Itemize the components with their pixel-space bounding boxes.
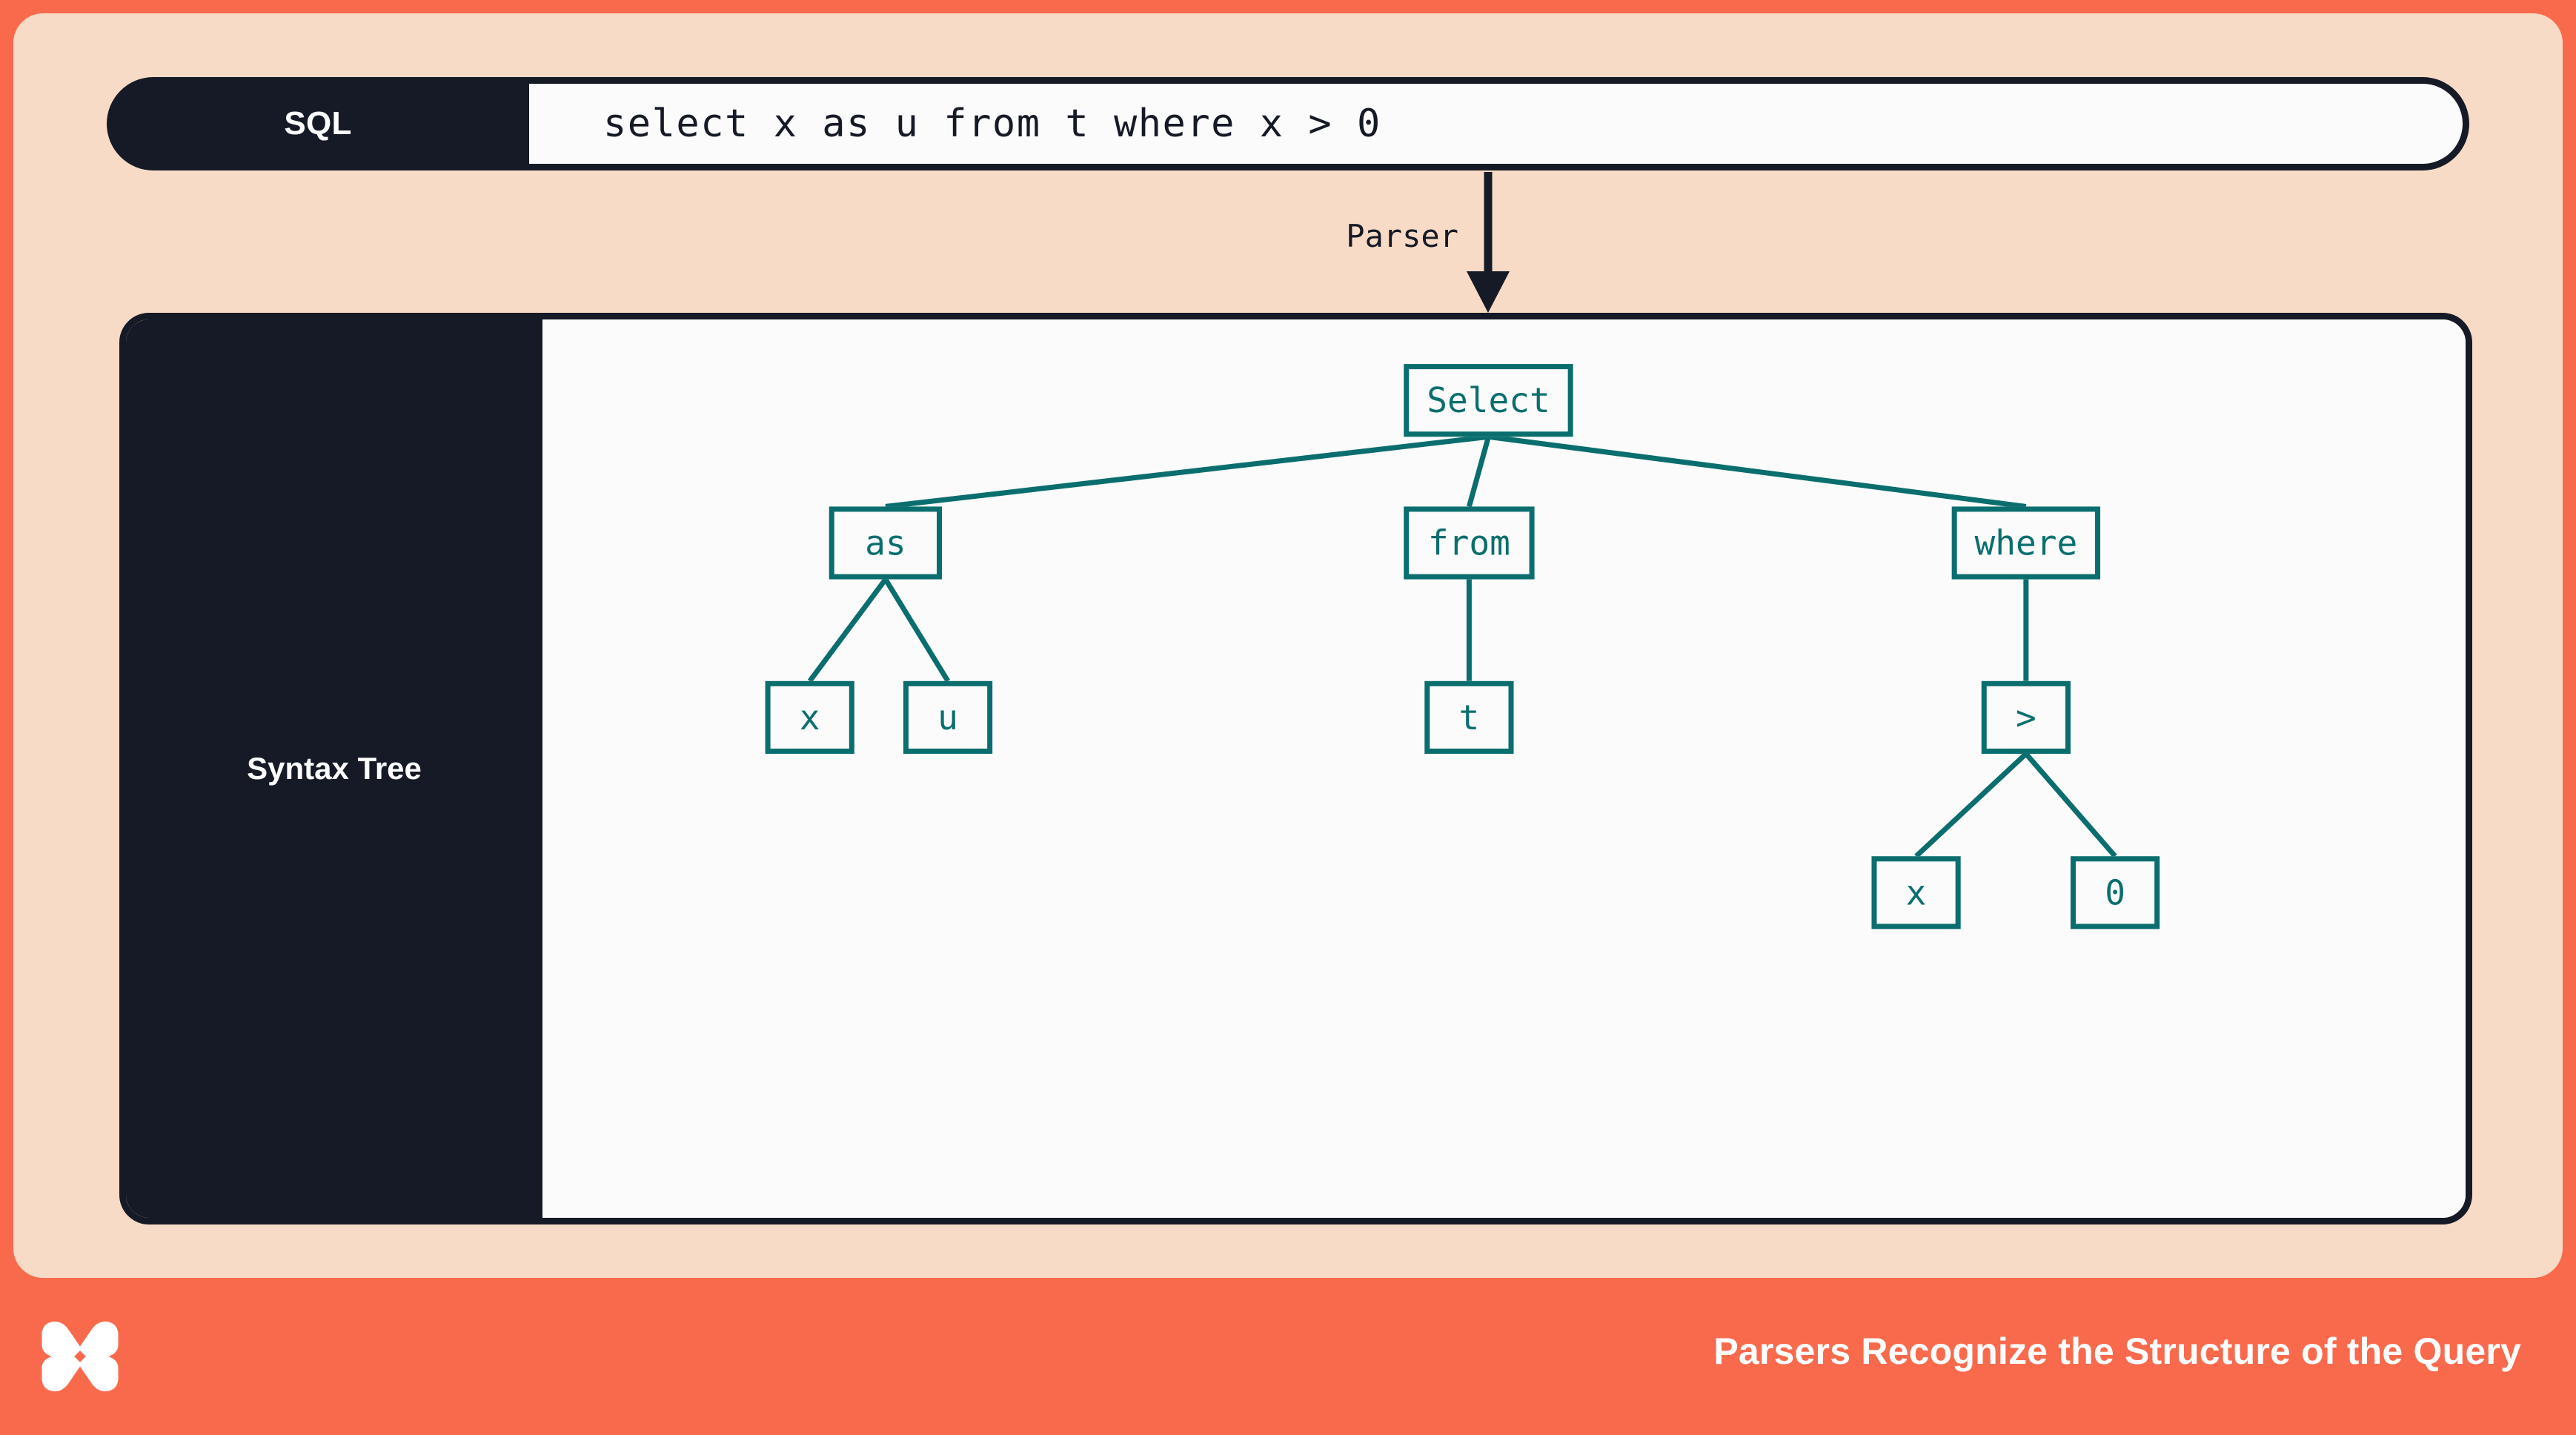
syntax-tree-panel: Syntax Tree Select as from where x u t > x 0 (119, 313, 2472, 1224)
sql-query-text: select x as u from t where x > 0 (603, 102, 1381, 146)
sql-query-input[interactable]: select x as u from t where x > 0 (529, 77, 2469, 170)
tree-node-label: 0 (2105, 872, 2125, 913)
tree-node-label: x (799, 697, 820, 738)
tree-node-label: Select (1427, 380, 1550, 421)
tree-node-label: > (2015, 697, 2036, 738)
syntax-tree-edges (807, 434, 2117, 858)
tree-node-gt-0[interactable]: 0 (2070, 856, 2160, 929)
arrow-down-icon (1467, 172, 1510, 313)
tree-edge (807, 577, 888, 683)
tree-node-as-u[interactable]: u (903, 680, 993, 754)
tree-node-where[interactable]: where (1951, 506, 2101, 580)
tree-node-from-t[interactable]: t (1424, 680, 1514, 754)
tree-node-label: x (1905, 872, 1927, 913)
tree-edge (1488, 434, 2027, 509)
tree-node-gt-x[interactable]: x (1871, 856, 1961, 929)
tree-node-label: t (1458, 697, 1480, 738)
tree-node-label: as (865, 523, 906, 563)
tree-edge (1914, 752, 2028, 858)
tree-edge (2024, 752, 2117, 858)
tree-node-label: where (1974, 523, 2078, 563)
sql-label-text: SQL (284, 105, 352, 142)
sql-row: SQL select x as u from t where x > 0 (107, 77, 2469, 170)
tree-edge (883, 577, 951, 683)
footer-caption: Parsers Recognize the Structure of the Q… (1713, 1330, 2521, 1372)
tree-node-select[interactable]: Select (1404, 364, 1573, 437)
tree-node-as[interactable]: as (829, 506, 943, 580)
tree-node-from[interactable]: from (1404, 506, 1535, 580)
syntax-tree-nodes: Select as from where x u t > x 0 (542, 319, 2466, 1218)
syntax-tree-sidebar: Syntax Tree (126, 319, 542, 1218)
parser-label: Parser (1346, 218, 1458, 254)
tree-node-label: u (937, 697, 958, 738)
butterfly-x-logo-icon (42, 1321, 119, 1392)
syntax-tree-sidebar-label: Syntax Tree (247, 751, 422, 786)
tree-edge (1467, 436, 1491, 508)
tree-edge (885, 434, 1489, 509)
tree-node-label: from (1427, 523, 1510, 563)
tree-node-gt[interactable]: > (1981, 680, 2071, 754)
sql-label-pill: SQL (107, 77, 529, 170)
footer-bar: Parsers Recognize the Structure of the Q… (0, 1278, 2576, 1435)
parser-transform-group: Parser (1266, 172, 1607, 313)
syntax-tree-canvas: Select as from where x u t > x 0 (542, 319, 2466, 1218)
tree-node-as-x[interactable]: x (765, 680, 854, 754)
slide-canvas: SQL select x as u from t where x > 0 Par… (13, 13, 2563, 1278)
